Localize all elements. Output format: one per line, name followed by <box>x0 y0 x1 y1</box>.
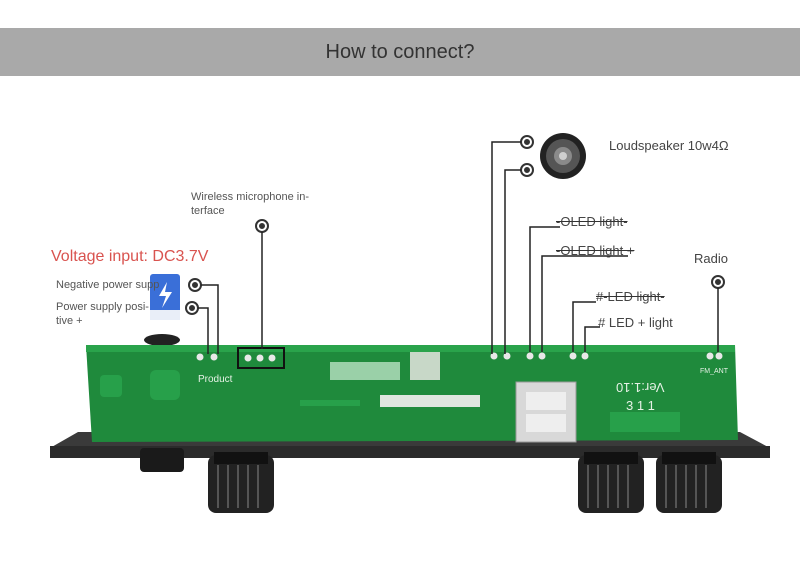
knob-middle <box>578 452 644 513</box>
audio-jack <box>140 448 184 472</box>
label-wireless-mic: Wireless microphone in- terface <box>191 191 309 217</box>
label-radio: Radio <box>694 251 728 266</box>
mic-capsule <box>144 334 180 346</box>
pcb-traces <box>100 352 680 432</box>
page-title: How to connect? <box>325 41 475 63</box>
board-model: 3 1 1 <box>626 398 655 413</box>
battery-icon <box>150 274 180 320</box>
label-negative-power: Negative power supp <box>56 279 160 291</box>
label-loudspeaker: Loudspeaker 10w4Ω <box>609 138 729 153</box>
mic-interface-box <box>237 347 285 369</box>
label-led-minus: #-LED light- <box>596 289 665 304</box>
usb-port <box>515 381 577 443</box>
label-oled-plus: -OLED light + <box>556 243 635 258</box>
board-version: Ver:1.10 <box>616 380 665 395</box>
label-oled-minus: -OLED light- <box>556 214 628 229</box>
leader-lines <box>198 141 719 354</box>
label-power-positive: Power supply posi- tive + <box>56 301 149 327</box>
label-product: Product <box>198 374 233 385</box>
header-bar: How to connect? <box>0 28 800 76</box>
pcb-pads <box>196 352 723 361</box>
speaker-icon <box>540 133 586 179</box>
label-voltage-input: Voltage input: DC3.7V <box>51 248 209 265</box>
knob-right <box>656 452 722 513</box>
board-fm-ant: FM_ANT <box>700 368 728 375</box>
knob-left <box>208 452 274 513</box>
label-led-plus: # LED + light <box>598 315 673 330</box>
connector-ring-icon <box>185 135 725 315</box>
